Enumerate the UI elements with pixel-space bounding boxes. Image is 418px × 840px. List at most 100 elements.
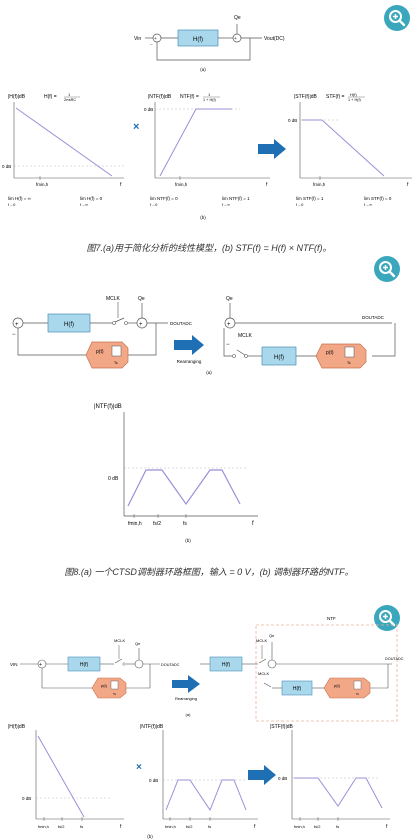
axis-xlabel: f bbox=[386, 824, 388, 830]
fmin-label: fmin,h bbox=[175, 182, 188, 187]
limit-high-sub: f→∞ bbox=[364, 202, 372, 207]
mclk-label: MCLK bbox=[106, 296, 121, 302]
svg-text:+: + bbox=[15, 322, 19, 328]
zoom-button[interactable] bbox=[374, 605, 400, 631]
h-curve bbox=[15, 107, 113, 177]
ntf-curve bbox=[159, 108, 232, 177]
ts-label: Ts bbox=[114, 361, 118, 365]
ntf-label: NTF bbox=[327, 616, 336, 621]
sampling-switch bbox=[114, 317, 125, 323]
result-arrow bbox=[258, 139, 286, 159]
rearrange-arrow bbox=[172, 675, 200, 693]
sampling-switch bbox=[114, 658, 123, 664]
tick-label: fs bbox=[183, 521, 187, 527]
zero-db-label: 0 dB bbox=[108, 476, 119, 482]
dac-block bbox=[85, 341, 129, 369]
limit-high: lim NTF(f) = 1 bbox=[222, 196, 250, 201]
zero-db-label: 0 dB bbox=[149, 778, 158, 783]
plot-h: |H(f)|dB H(f) = 1 2πsRC 0 dB fmin,h f li… bbox=[2, 92, 124, 207]
qe-label: Qe bbox=[138, 296, 145, 302]
equation: H(f) = bbox=[44, 94, 57, 100]
dac-label: p(t) bbox=[96, 349, 104, 355]
axis-xlabel: f bbox=[120, 182, 122, 188]
subfig-tag: (b) bbox=[147, 834, 153, 839]
tick-label: fs bbox=[208, 824, 211, 829]
zero-db-label: 0 dB bbox=[278, 776, 287, 781]
h-block-label: H(f) bbox=[193, 37, 203, 43]
input-label: Vin bbox=[134, 36, 141, 42]
limit-low-sub: f→0 bbox=[296, 202, 304, 207]
dout-label: DOUTADC bbox=[362, 315, 385, 320]
limit-low: lim STF(f) = 1 bbox=[296, 196, 324, 201]
times-sign: × bbox=[133, 121, 139, 133]
axis-ylabel: |NTF(f)|dB bbox=[148, 94, 172, 100]
tick-label: fmin,h bbox=[294, 824, 305, 829]
svg-text:+: + bbox=[139, 322, 143, 328]
stf-curve bbox=[294, 777, 383, 809]
qe-label: Qe bbox=[135, 641, 141, 646]
limit-low: lim H(f) = ∞ bbox=[8, 196, 31, 201]
figure-8: + − H(f) MCLK + Qe DOUTADC p(t) Ts Rearr… bbox=[12, 296, 396, 543]
axis-ylabel: |STF(f)|dB bbox=[270, 724, 294, 730]
sampling-switch bbox=[236, 349, 246, 356]
stf-curve bbox=[302, 119, 385, 177]
axis-xlabel: f bbox=[254, 824, 256, 830]
dac-block bbox=[315, 343, 367, 369]
limit-high-sub: f→∞ bbox=[80, 202, 88, 207]
equation-num: H(f) bbox=[350, 92, 357, 97]
subfig-tag: (b) bbox=[185, 538, 191, 543]
axis-xlabel: f bbox=[252, 521, 254, 527]
zero-db-label: 0 dB bbox=[288, 118, 297, 123]
ntf-curve bbox=[165, 779, 247, 812]
axis-xlabel: f bbox=[120, 824, 122, 830]
dac-block bbox=[91, 677, 127, 699]
mclk-label: MCLK bbox=[256, 638, 267, 643]
svg-text:−: − bbox=[226, 342, 230, 348]
h-block-label: H(f) bbox=[80, 662, 89, 668]
dac-label: p(t) bbox=[334, 683, 341, 688]
qe-label: Qe bbox=[226, 296, 233, 302]
tick-label: fs bbox=[80, 824, 83, 829]
dout-label: DOUTADC bbox=[385, 657, 404, 661]
zoom-button[interactable] bbox=[384, 5, 410, 31]
dac-label: p(t) bbox=[326, 350, 334, 356]
tick-label: fs/2 bbox=[58, 824, 65, 829]
zero-db-label: 0 dB bbox=[144, 107, 153, 112]
dac-label: p(t) bbox=[101, 683, 108, 688]
zero-db-label: 0 dB bbox=[22, 796, 31, 801]
zoom-in-icon bbox=[389, 10, 406, 27]
limit-low-sub: f→0 bbox=[150, 202, 158, 207]
axis-xlabel: f bbox=[407, 182, 409, 188]
figure-7: Vin + − H(f) + Qe Vout(DC) (a) |H(f)|dB … bbox=[2, 15, 412, 220]
plot-h: |H(f)|dB 0 dB fmin,h fs/2 fs f bbox=[8, 724, 124, 830]
subfig-tag: (b) bbox=[200, 215, 206, 220]
qe-label: Qe bbox=[234, 15, 241, 21]
summing-junction bbox=[267, 659, 277, 669]
axis-ylabel: |H(f)|dB bbox=[8, 724, 26, 730]
zoom-button[interactable] bbox=[374, 256, 400, 282]
sampling-switch bbox=[258, 658, 267, 664]
limit-high: lim STF(f) = 0 bbox=[364, 196, 392, 201]
plot-stf: |STF(f)|dB STF(f) = H(f) 1 + H(f) 0 dB f… bbox=[288, 92, 412, 207]
mclk-label: MCLK bbox=[114, 638, 125, 643]
ts-label: Ts bbox=[113, 692, 117, 696]
dac-block bbox=[323, 677, 371, 699]
h-block-label: H(f) bbox=[64, 322, 74, 328]
fmin-label: fmin,h bbox=[36, 182, 49, 187]
axis-ylabel: |NTF(f)|dB bbox=[140, 724, 164, 730]
axis-xlabel: f bbox=[266, 182, 268, 188]
figure-7-caption: 图7.(a)用于简化分析的线性模型，(b) STF(f) = H(f) × NT… bbox=[86, 243, 332, 253]
tick-label: fmin,h bbox=[128, 521, 142, 527]
vin-label: VIN bbox=[10, 662, 18, 667]
rearranging-label: Rearranging bbox=[175, 696, 197, 701]
h-curve bbox=[37, 735, 85, 818]
axis-ylabel: |STF(f)|dB bbox=[294, 94, 318, 100]
rearrange-arrow bbox=[174, 335, 204, 355]
zoom-in-icon bbox=[379, 261, 396, 278]
subfig-tag: (a) bbox=[200, 67, 206, 72]
ntf-curve bbox=[127, 469, 241, 507]
qe-label: Qe bbox=[269, 633, 275, 638]
ts-label: Ts bbox=[347, 361, 351, 365]
times-sign: × bbox=[136, 762, 142, 773]
tick-label: fs bbox=[336, 824, 339, 829]
